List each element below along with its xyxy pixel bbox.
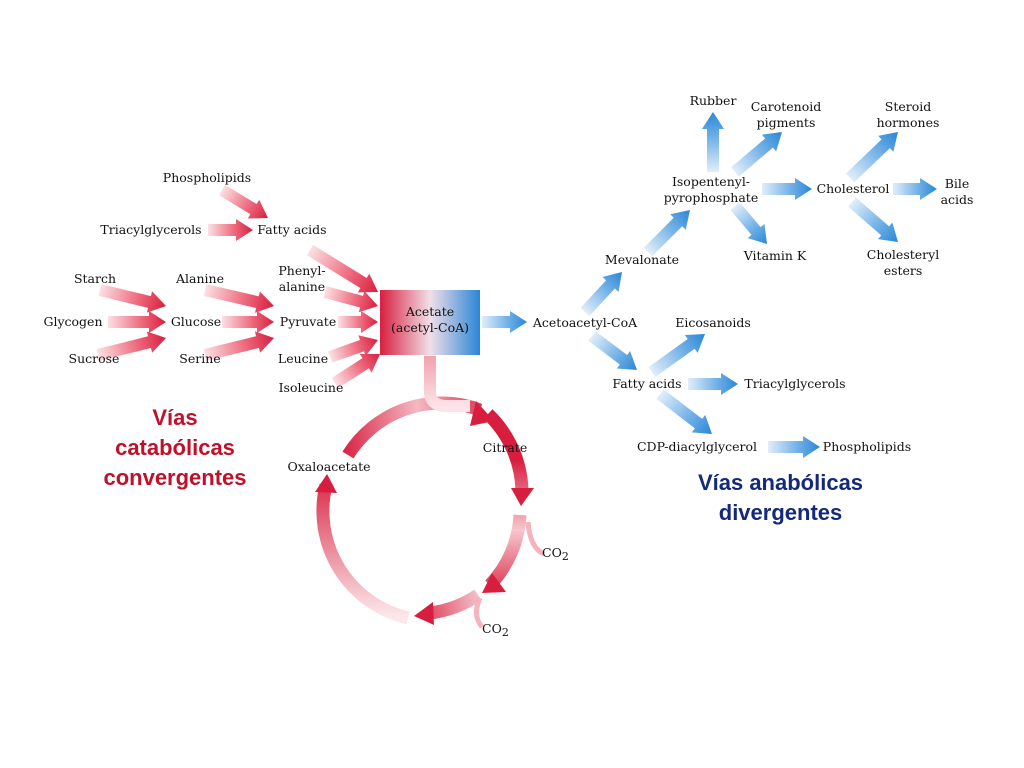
co2-branch-upper xyxy=(525,521,546,557)
node-vitamin-k: Vitamin K xyxy=(743,248,807,263)
acetate-hub-box xyxy=(380,290,480,355)
node-phenylalanine-line1: Phenyl- xyxy=(278,263,325,278)
catabolic-caption-line1: Vías xyxy=(152,405,198,430)
arrow-cdp-to-phospholipids xyxy=(768,436,820,458)
node-acetoacetyl-coa: Acetoacetyl-CoA xyxy=(532,315,638,330)
co2-lower-sub: 2 xyxy=(502,626,509,639)
node-co2-lower: CO2 xyxy=(482,621,509,639)
anabolic-caption-line1: Vías anabólicas xyxy=(697,470,864,495)
arrow-acetate-to-acetoacetyl-coa xyxy=(482,311,527,333)
node-phenylalanine-line2: alanine xyxy=(279,279,325,294)
node-pyruvate: Pyruvate xyxy=(280,314,336,329)
node-fatty-acids-right: Fatty acids xyxy=(612,376,681,391)
co2-lower-text: CO xyxy=(482,621,502,636)
node-citrate: Citrate xyxy=(483,440,527,455)
arrow-fatty-acids-to-cdp-diacylglycerol xyxy=(656,389,713,435)
node-fatty-acids-left: Fatty acids xyxy=(257,222,326,237)
node-mevalonate: Mevalonate xyxy=(605,252,679,267)
arrow-phenylalanine-to-acetate xyxy=(323,286,378,313)
node-triacylglycerols-right: Triacylglycerols xyxy=(744,376,845,391)
anabolic-pathways-caption: Vías anabólicas divergentes xyxy=(668,468,893,528)
arrow-fatty-acids-to-triacylglycerols xyxy=(688,373,738,395)
node-labels: Phospholipids Triacylglycerols Fatty aci… xyxy=(43,93,973,639)
arrow-sucrose-to-glucose xyxy=(96,331,167,361)
node-glucose: Glucose xyxy=(171,314,221,329)
arrow-glycogen-to-glucose xyxy=(108,311,166,333)
arrow-pyruvate-to-acetate xyxy=(338,311,378,333)
arrow-cholesterol-to-cholesteryl xyxy=(848,197,899,243)
arrow-leucine-to-acetate xyxy=(327,335,379,363)
arrow-isopentenyl-to-cholesterol xyxy=(762,178,812,200)
node-alanine: Alanine xyxy=(175,271,224,286)
cycle-arrowhead-co2-lower xyxy=(482,573,506,593)
cycle-arc-co2-to-co2 xyxy=(485,514,527,590)
node-co2-upper: CO2 xyxy=(542,545,569,563)
node-starch: Starch xyxy=(74,271,116,286)
node-isopentenyl-line2: pyrophosphate xyxy=(664,190,758,205)
catabolic-pathways-caption: Vías catabólicas convergentes xyxy=(80,403,270,493)
cycle-arc-to-bottom xyxy=(428,589,482,620)
cycle-arrowhead-oxaloacetate xyxy=(315,474,337,493)
pathway-arrows xyxy=(96,112,937,458)
node-cdp-diacylglycerol: CDP-diacylglycerol xyxy=(637,439,757,454)
node-cholesteryl-line1: Cholesteryl xyxy=(867,247,939,262)
node-isoleucine: Isoleucine xyxy=(279,380,344,395)
node-triacylglycerols-left: Triacylglycerols xyxy=(100,222,201,237)
node-phospholipids-right: Phospholipids xyxy=(823,439,911,454)
arrow-triacylglycerols-to-fatty-acids xyxy=(208,219,253,241)
arrow-isopentenyl-to-vitamin-k xyxy=(730,202,767,245)
node-acetate-line2: (acetyl-CoA) xyxy=(391,320,469,335)
co2-branch-lower xyxy=(474,596,485,629)
arrow-fatty-acids-to-acetate xyxy=(306,244,379,293)
arrow-serine-to-pyruvate xyxy=(203,331,275,361)
catabolic-caption-line3: convergentes xyxy=(103,465,247,490)
node-serine: Serine xyxy=(179,351,220,366)
node-isopentenyl-line1: Isopentenyl- xyxy=(672,174,750,189)
node-sucrose: Sucrose xyxy=(69,351,120,366)
arrow-glucose-to-pyruvate xyxy=(222,311,274,333)
arrow-isopentenyl-to-rubber xyxy=(702,112,724,172)
co2-upper-text: CO xyxy=(542,545,562,560)
node-carotenoid-line2: pigments xyxy=(757,115,816,130)
arrow-mevalonate-to-isopentenyl xyxy=(643,210,690,257)
anabolic-caption-line2: divergentes xyxy=(718,500,843,525)
node-steroid-line2: hormones xyxy=(877,115,940,130)
node-leucine: Leucine xyxy=(278,351,328,366)
cycle-arrowhead-bottom xyxy=(414,602,434,625)
node-cholesteryl-line2: esters xyxy=(884,263,923,278)
arrow-isoleucine-to-acetate xyxy=(331,353,380,389)
citric-acid-cycle xyxy=(315,356,546,629)
arrow-acetoacetyl-to-fatty-acids xyxy=(588,331,638,371)
arrow-phospholipids-to-fatty-acids xyxy=(218,184,268,219)
node-glycogen: Glycogen xyxy=(43,314,102,329)
arrow-isopentenyl-to-carotenoid xyxy=(731,131,783,177)
arrow-cholesterol-to-bile xyxy=(893,178,937,200)
arrow-starch-to-glucose xyxy=(98,284,166,313)
cycle-arrowhead-citrate xyxy=(470,401,494,426)
node-bile-line2: acids xyxy=(941,192,974,207)
arrow-fatty-acids-to-eicosanoids xyxy=(648,334,705,377)
arrow-acetoacetyl-to-mevalonate xyxy=(580,272,622,317)
cycle-arc-left-side xyxy=(316,483,410,625)
cycle-arc-citrate-to-co2 xyxy=(483,409,529,491)
node-bile-line1: Bile xyxy=(945,176,970,191)
node-oxaloacetate: Oxaloacetate xyxy=(287,459,370,474)
node-acetate-line1: Acetate xyxy=(405,304,454,319)
node-cholesterol: Cholesterol xyxy=(817,181,890,196)
node-rubber: Rubber xyxy=(690,93,737,108)
co2-upper-sub: 2 xyxy=(562,550,569,563)
node-carotenoid-line1: Carotenoid xyxy=(751,99,822,114)
arrow-cholesterol-to-steroid xyxy=(845,132,898,183)
node-eicosanoids: Eicosanoids xyxy=(675,315,751,330)
arrow-alanine-to-pyruvate xyxy=(203,284,275,313)
acetate-drop-connector xyxy=(424,356,470,412)
catabolic-caption-line2: catabólicas xyxy=(115,435,235,460)
node-phospholipids-left: Phospholipids xyxy=(163,170,251,185)
node-steroid-line1: Steroid xyxy=(885,99,931,114)
cycle-arrowhead-co2-upper xyxy=(511,488,534,506)
